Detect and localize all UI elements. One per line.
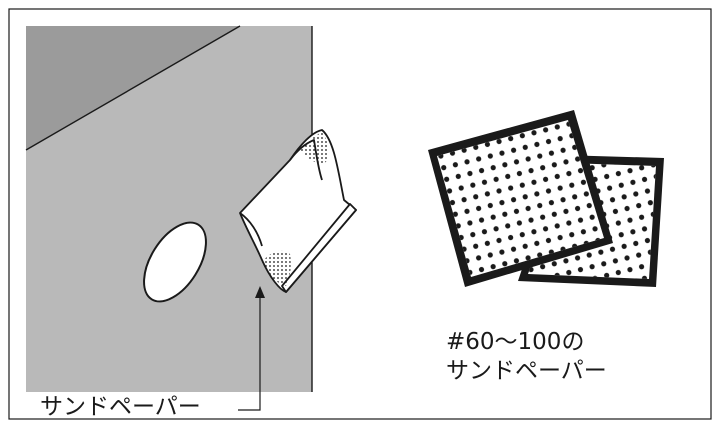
- sandpaper-sheet-front: [428, 110, 613, 287]
- figure-frame: [8, 8, 712, 420]
- callout-leader: [238, 286, 265, 411]
- wall-hole: [143, 221, 207, 303]
- folded-sandpaper: [239, 129, 357, 293]
- grit-range-text: #60〜100の: [446, 329, 585, 355]
- callout-label: サンドペーパー: [40, 394, 201, 420]
- sandpaper-grit-label: #60〜100の サンドペーパー: [446, 328, 607, 386]
- arrow-up-icon: [255, 286, 265, 298]
- wall-shadow-edge: [25, 25, 241, 151]
- sandpaper-name-text: サンドペーパー: [446, 358, 607, 384]
